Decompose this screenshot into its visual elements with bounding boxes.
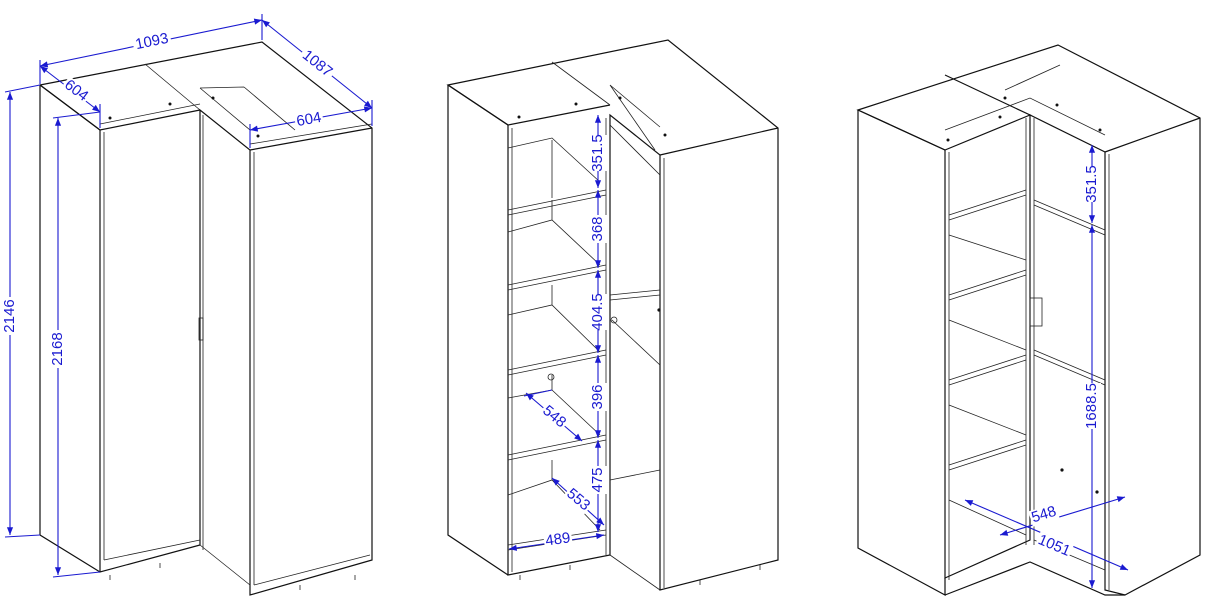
dim-shelf-2: 368 [589, 216, 606, 241]
open-corner-dimensions: 351.5 1688.5 548 1051 [964, 145, 1129, 589]
dim-total-width: 1093 [134, 30, 170, 53]
open-wardrobe-corner-view [856, 44, 1201, 597]
dim-rail-height: 1688.5 [1083, 383, 1100, 429]
dim-inner-width: 489 [544, 529, 571, 549]
dim-right-depth: 604 [295, 109, 323, 130]
dim-shelf-1: 351.5 [589, 134, 606, 172]
dim-height-total: 2146 [1, 299, 18, 332]
dim-top-gap: 351.5 [1083, 165, 1100, 203]
dim-shelf-4: 396 [589, 384, 606, 409]
dim-corner-width: 1051 [1036, 531, 1073, 560]
open-front-dimensions: 351.5 368 404.5 396 475 548 553 489 [508, 115, 607, 551]
dim-shelf-3: 404.5 [589, 293, 606, 331]
dim-height-body: 2168 [49, 332, 66, 365]
dim-shelf-5: 475 [589, 467, 606, 492]
open-wardrobe-front-view [446, 39, 779, 591]
